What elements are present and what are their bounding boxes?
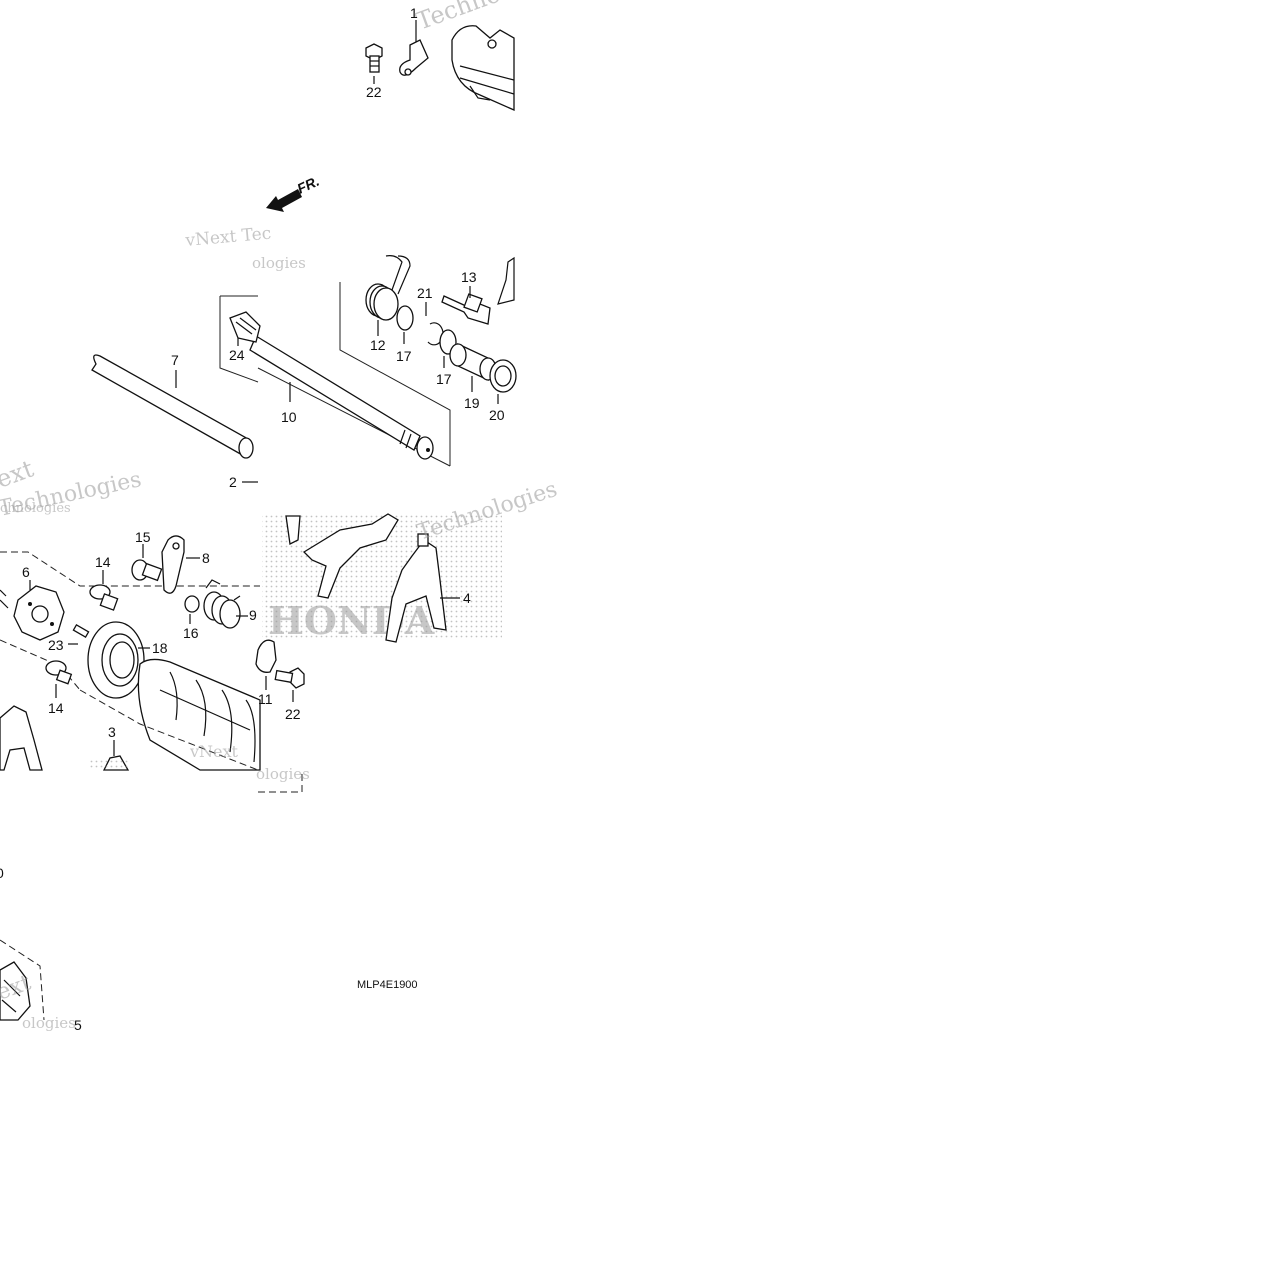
bolt-14-a [89,584,119,611]
callout-16: 16 [183,625,199,641]
callout-10: 10 [281,409,297,425]
shift-arm-end [451,25,515,111]
callout-8: 8 [202,550,210,566]
washer-16 [184,595,200,613]
shift-arm-fragment [497,256,515,305]
callout-11: 11 [258,691,273,707]
callout-0: 0 [0,865,4,881]
callout-20: 20 [489,407,505,423]
callout-14-b: 14 [48,700,64,716]
fork-shaft-7 [91,354,254,459]
top-fragment: 22 1 Techno [365,0,515,111]
watermark-ologies: ologies [252,254,306,272]
bolt-14-b [45,660,73,685]
shift-fork-3-left [0,705,43,771]
callout-2: 2 [229,474,237,490]
callout-23: 23 [48,637,64,653]
callout-22-top: 22 [366,84,382,100]
bearing-18 [87,621,145,699]
callout-19: 19 [464,395,480,411]
drum-center-6 [13,585,65,641]
shift-fork-a [302,513,399,599]
bolt-15 [131,559,163,582]
shift-arm-11 [255,639,277,673]
fork-fragment [285,515,301,545]
front-direction-indicator: FR. [266,173,322,212]
bolt-22-bottom [274,667,305,689]
shift-spindle-group: 12 17 21 17 13 19 [219,255,517,467]
callout-14-a: 14 [95,554,111,570]
watermark-honda: HONDA [268,598,435,643]
washer-17-a [396,305,414,331]
watermark-chnologies: chnologies [0,501,71,516]
watermark-vnext: vNext Tec [184,224,272,252]
callout-17-b: 17 [436,371,452,387]
callout-17-a: 17 [396,348,412,364]
callout-7: 7 [171,352,179,368]
callout-21: 21 [417,285,433,301]
callout-9: 9 [249,607,257,623]
callout-5: 5 [74,1017,82,1033]
needle-bearing-19 [449,342,497,382]
shift-drum-group: 6 23 14 14 15 8 [0,529,305,793]
shift-drum [137,658,261,771]
callout-3: 3 [108,724,116,740]
watermark-ext-left: ext [0,454,38,493]
shift-forks-group: HONDA [262,513,502,643]
stopper-spring-9 [203,579,241,629]
callout-13: 13 [461,269,477,285]
callout-22-bottom: 22 [285,706,301,722]
callout-12: 12 [370,337,386,353]
return-spring-12 [365,255,411,321]
plate-1 [399,39,429,76]
bolt-24 [229,311,261,343]
front-direction-label: FR. [295,173,322,197]
stopper-arm-8 [161,535,185,594]
shift-fork-4 [385,539,447,643]
callout-4: 4 [463,590,471,606]
bolt-22-top [365,43,383,73]
callout-1: 1 [410,5,418,21]
watermark-ologies-bottom-left: ologies [22,1014,76,1032]
callout-18: 18 [152,640,168,656]
callout-6: 6 [22,564,30,580]
bolt-13 [441,293,491,325]
front-arrow-icon [266,189,302,212]
watermark-ologies-bottom: ologies [256,765,310,783]
oil-seal-20 [489,359,517,393]
diagram-code: MLP4E1900 [357,979,418,991]
bottom-left-fragment: ext ologies 5 [0,939,82,1033]
dowel-pin-23 [72,624,90,638]
callout-15: 15 [135,529,151,545]
gearshift-spindle-10 [249,335,434,460]
watermark-vnext-bottom: vNext [189,742,239,761]
callout-24: 24 [229,347,245,363]
